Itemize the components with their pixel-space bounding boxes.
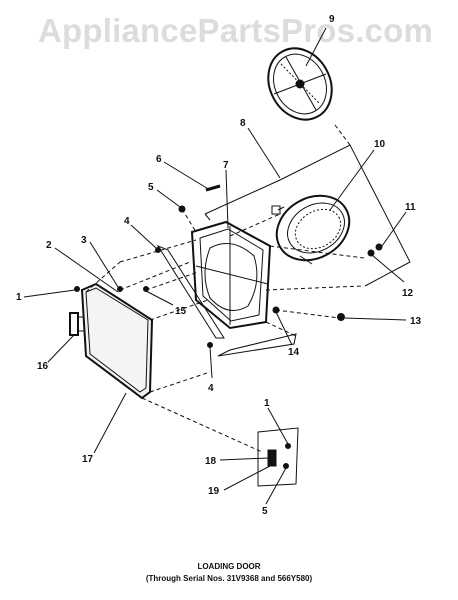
leader-lines [23, 27, 407, 505]
callout-12: 12 [402, 288, 414, 299]
callout-15: 15 [175, 306, 187, 317]
part-16-door-handle [69, 312, 84, 336]
callout-5: 5 [148, 182, 154, 193]
callout-18: 18 [205, 456, 217, 467]
callout-1: 1 [16, 292, 22, 303]
callout-5b: 5 [262, 506, 268, 517]
part-9-lint-screen [267, 47, 333, 121]
callout-10: 10 [374, 139, 386, 150]
part-4-lower-strip [217, 333, 297, 357]
callout-17: 17 [82, 454, 94, 465]
callout-6: 6 [156, 154, 162, 165]
callout-2: 2 [46, 240, 52, 251]
callout-1b: 1 [264, 398, 270, 409]
part-4-upper-strip [156, 244, 225, 339]
callout-4b: 4 [208, 383, 214, 394]
part-17-door-panel [80, 282, 154, 400]
callout-labels: 9 8 10 7 6 5 11 4 3 2 1 15 12 13 14 16 4… [16, 14, 422, 517]
part-7-door-frame [190, 220, 272, 330]
watermark: AppliancePartsPros.com [38, 12, 434, 49]
callout-8: 8 [240, 118, 246, 129]
callout-4: 4 [124, 216, 130, 227]
callout-14: 14 [288, 347, 300, 358]
callout-9: 9 [329, 14, 335, 25]
callout-7: 7 [223, 160, 229, 171]
callout-11: 11 [405, 202, 416, 213]
diagram-title: LOADING DOOR [197, 562, 261, 571]
hinge-detail-inset [257, 427, 299, 487]
diagram-subtitle: (Through Serial Nos. 31V9368 and 566Y580… [145, 574, 313, 583]
assembly-lines [85, 124, 365, 453]
part-10-screen-housing [271, 194, 351, 265]
callout-13: 13 [410, 316, 422, 327]
callout-16: 16 [37, 361, 49, 372]
callout-3: 3 [81, 235, 87, 246]
part-8-back-panel [204, 144, 411, 287]
callout-19: 19 [208, 486, 220, 497]
